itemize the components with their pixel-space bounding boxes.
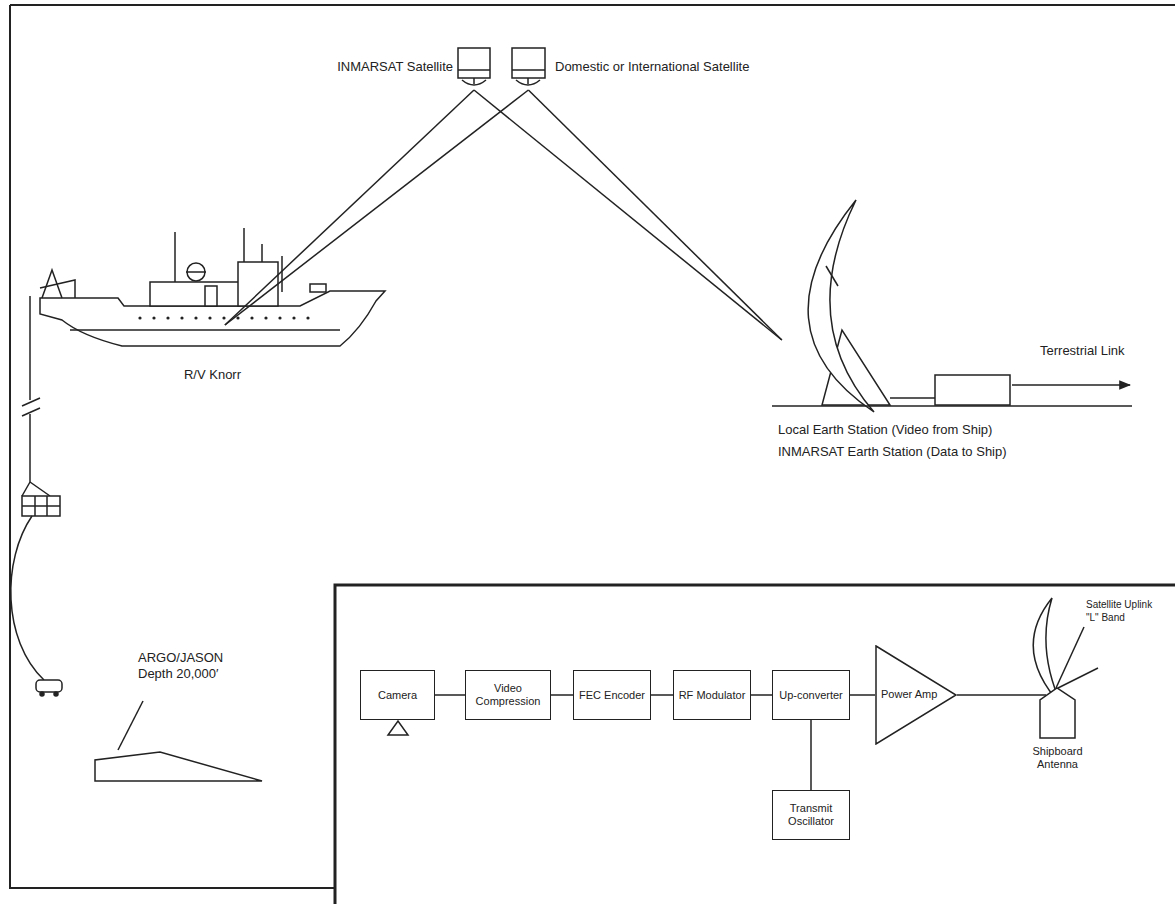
node-text: Local Earth Station (Video from Ship): [778, 422, 1133, 438]
node-text: FEC Encoder: [576, 689, 648, 702]
annotation-label: ARGO/JASON Depth 20,000′: [138, 650, 238, 682]
amplifier-triangle: Power Amp: [875, 645, 957, 745]
annotation-label: Terrestrial Link: [1040, 343, 1150, 359]
block-box: Camera: [360, 670, 435, 720]
node-text: INMARSAT Satellite: [295, 59, 453, 75]
porthole: [292, 316, 295, 319]
connector-line: [957, 694, 1000, 696]
porthole: [250, 316, 253, 319]
block-box: Up-converter: [772, 670, 850, 720]
tether: [11, 296, 62, 696]
block-box: Video Compression: [465, 670, 551, 720]
node-text: INMARSAT Earth Station (Data to Ship): [778, 444, 1133, 460]
porthole: [138, 316, 141, 319]
annotation-label: Satellite Uplink "L" Band: [1086, 598, 1166, 624]
terrestrial-arrow: [1012, 384, 1130, 386]
block-box: FEC Encoder: [573, 670, 651, 720]
argo-sled: [95, 701, 262, 781]
block-box: Transmit Oscillator: [772, 790, 850, 840]
inset-frame: [335, 585, 1175, 904]
node-text: Shipboard Antenna: [1020, 745, 1095, 771]
satellite-label: INMARSAT Satellite: [295, 45, 495, 90]
node-text: RF Modulator: [676, 689, 749, 702]
porthole: [264, 316, 267, 319]
connector-line: [528, 90, 781, 340]
porthole: [222, 316, 225, 319]
node-text: R/V Knorr: [40, 367, 385, 383]
inset-figures: [388, 598, 1098, 738]
porthole: [194, 316, 197, 319]
porthole: [208, 316, 211, 319]
ship-drawing: [40, 228, 385, 346]
porthole: [278, 316, 281, 319]
node-text: Transmit Oscillator: [773, 802, 849, 828]
connector-line: [225, 90, 474, 325]
porthole: [236, 316, 239, 319]
porthole: [180, 316, 183, 319]
ship-portholes: [138, 316, 309, 319]
connector-line: [810, 720, 812, 790]
connector-line: [651, 694, 673, 696]
earth-station: [772, 200, 1132, 412]
satellite-icons: [458, 48, 545, 85]
earth-station-label: Local Earth Station (Video from Ship) INM…: [775, 340, 1135, 465]
porthole: [306, 316, 309, 319]
node-text: Up-converter: [776, 689, 846, 702]
connector-line: [474, 90, 782, 340]
node-text: Domestic or International Satellite: [555, 59, 800, 75]
connector-line: [225, 90, 528, 325]
connector-line: [435, 694, 465, 696]
porthole: [166, 316, 169, 319]
porthole: [152, 316, 155, 319]
node-text: Camera: [375, 689, 420, 702]
connector-line: [751, 694, 772, 696]
antenna-label: Shipboard Antenna: [1000, 600, 1115, 780]
node-text: Power Amp: [881, 688, 937, 701]
ship-label: R/V Knorr: [40, 325, 385, 390]
satellite-label: Domestic or International Satellite: [505, 45, 805, 90]
block-box: RF Modulator: [673, 670, 751, 720]
node-text: Video Compression: [466, 682, 550, 708]
connector-line: [850, 694, 875, 696]
connector-line: [551, 694, 573, 696]
